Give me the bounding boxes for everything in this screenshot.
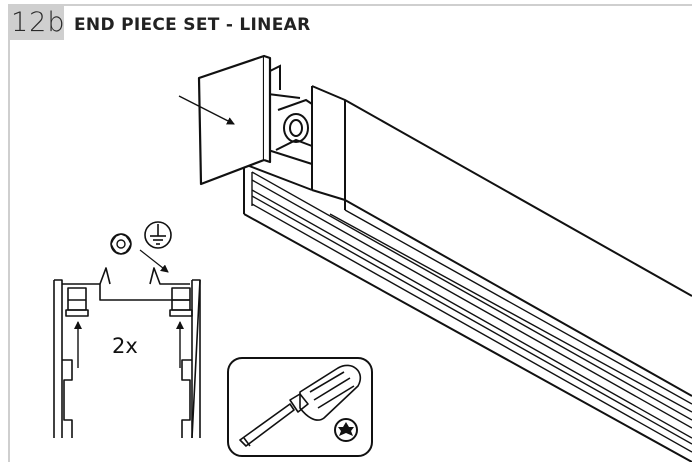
- step-number-badge: [10, 6, 64, 40]
- frame-left-border: [8, 4, 10, 462]
- step-number: 12b: [11, 7, 66, 38]
- torx-star-icon: [334, 418, 358, 442]
- frame-top-border: [8, 4, 692, 6]
- profile-cross-section: [53, 267, 201, 439]
- linear-profile: [243, 85, 692, 462]
- end-cap-plate: [197, 54, 272, 186]
- washer-arrow: [139, 249, 169, 273]
- page-title: END PIECE SET - LINEAR: [74, 15, 311, 35]
- insert-arrow: [178, 95, 235, 125]
- serrated-washer-icon: [110, 233, 132, 255]
- quantity-label: 2x: [112, 334, 138, 358]
- torx-screwdriver-icon: [227, 357, 373, 457]
- ground-symbol-icon: [144, 221, 172, 249]
